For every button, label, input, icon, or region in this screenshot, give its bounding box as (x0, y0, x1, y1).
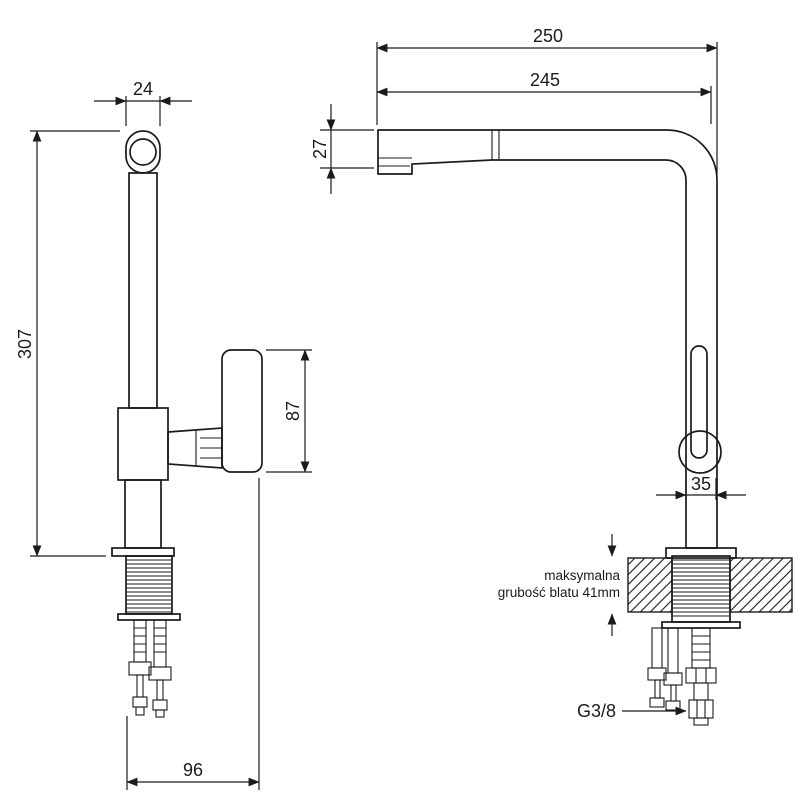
dim-handle-length: 87 (266, 349, 312, 473)
dim-depth-total: 250 (376, 26, 718, 175)
deck-flange-side (665, 547, 737, 559)
handle-hub-side (678, 430, 722, 474)
dim-label-24: 24 (133, 79, 153, 99)
dim-label-96: 96 (183, 760, 203, 780)
shank-washer-side (661, 621, 741, 629)
threaded-shank-front (125, 555, 173, 615)
shank-threads-front (126, 559, 172, 613)
dim-head-height: 27 (310, 104, 374, 194)
countertop-note-line2: grubość blatu 41mm (498, 585, 620, 600)
deck-flange-front (111, 547, 175, 557)
shank-threads-side (672, 559, 730, 617)
front-view (111, 130, 263, 718)
side-view (377, 129, 793, 726)
spout-top-knob (129, 138, 157, 166)
dim-body-width: 35 (656, 474, 746, 500)
mounting-hardware-side (647, 627, 717, 726)
handle-lever-side (690, 345, 708, 459)
thread-size-callout: G3/8 (577, 701, 687, 721)
handle-lever-front (221, 349, 263, 473)
dim-label-245: 245 (530, 70, 560, 90)
dim-total-height: 307 (15, 130, 120, 557)
countertop-note-line1: maksymalna (544, 568, 620, 583)
dim-label-27: 27 (310, 139, 330, 159)
dim-base-depth: 96 (126, 478, 260, 790)
dim-label-35: 35 (691, 474, 711, 494)
shank-washer-front (117, 613, 181, 621)
dim-label-250: 250 (533, 26, 563, 46)
spout-top-cap (125, 130, 161, 174)
pullout-joint-lines (491, 130, 500, 160)
dim-depth-spout: 245 (376, 70, 712, 124)
base-column-front (124, 479, 162, 549)
valve-body-front (117, 407, 169, 481)
dim-label-87: 87 (283, 401, 303, 421)
spout-arm-side (377, 129, 718, 549)
dim-label-307: 307 (15, 329, 35, 359)
countertop-note: maksymalna grubość blatu 41mm (498, 534, 620, 636)
thread-size-label: G3/8 (577, 701, 616, 721)
handle-joint-front (167, 427, 223, 469)
dim-spout-top-width: 24 (94, 79, 192, 126)
handle-joint-lines (195, 430, 222, 466)
mounting-studs-front (128, 619, 172, 718)
aerator-lines (378, 157, 412, 167)
riser-pipe-front (128, 172, 158, 409)
